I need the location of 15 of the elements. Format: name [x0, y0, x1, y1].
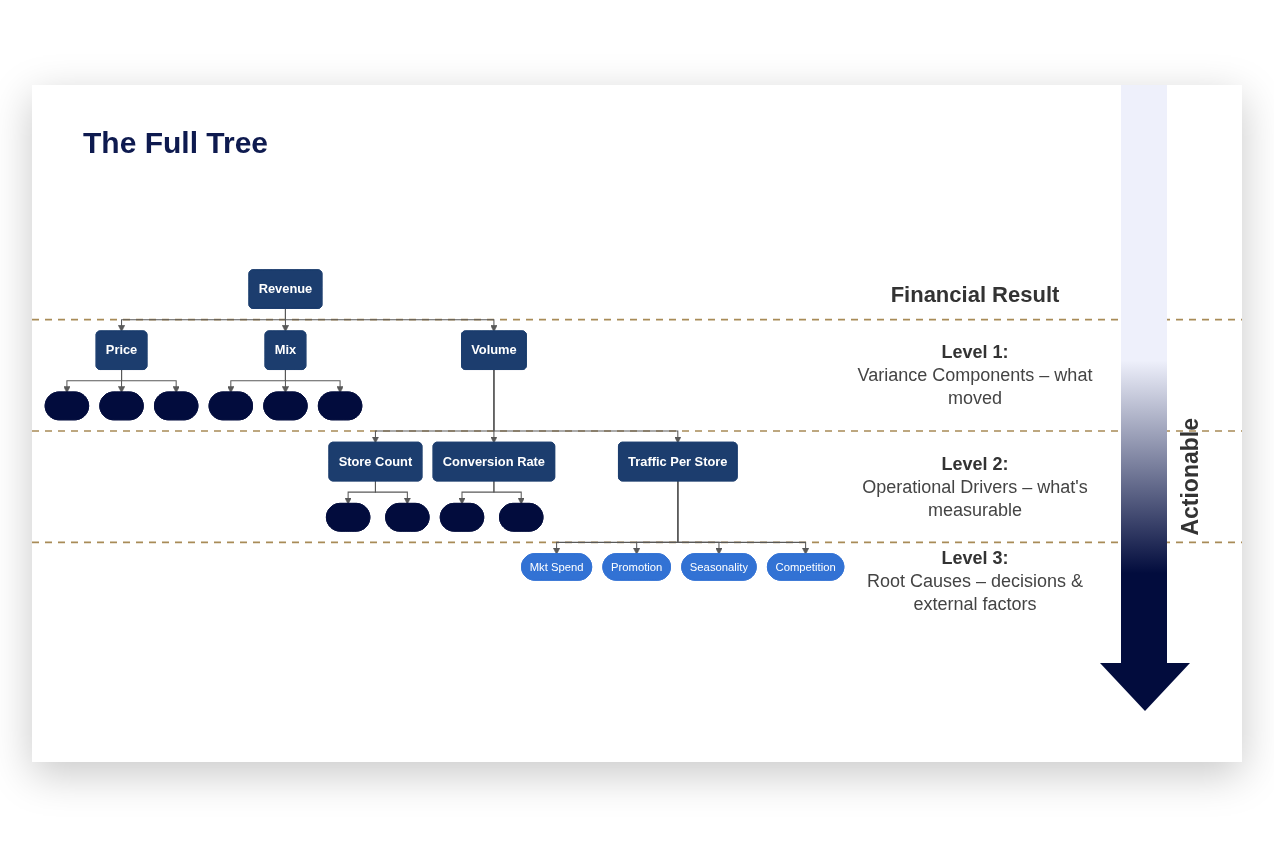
level-description: Root Causes – decisions & external factors	[865, 570, 1085, 617]
level-heading: Level 2:	[940, 452, 1010, 476]
arrow	[374, 480, 411, 505]
arrow	[490, 369, 498, 444]
arrow-label: Actionable	[1177, 418, 1204, 536]
level-description: Variance Components – what moved	[857, 364, 1093, 411]
level-heading: Financial Result	[889, 281, 1061, 308]
arrow	[677, 480, 810, 555]
level-heading: Level 3:	[940, 547, 1010, 571]
level-heading: Level 1:	[940, 341, 1010, 365]
arrow	[493, 480, 525, 505]
title: The Full Tree	[83, 126, 269, 160]
arrow	[121, 369, 180, 394]
level-description: Operational Drivers – what's measurable	[861, 475, 1089, 522]
arrow	[284, 369, 344, 394]
